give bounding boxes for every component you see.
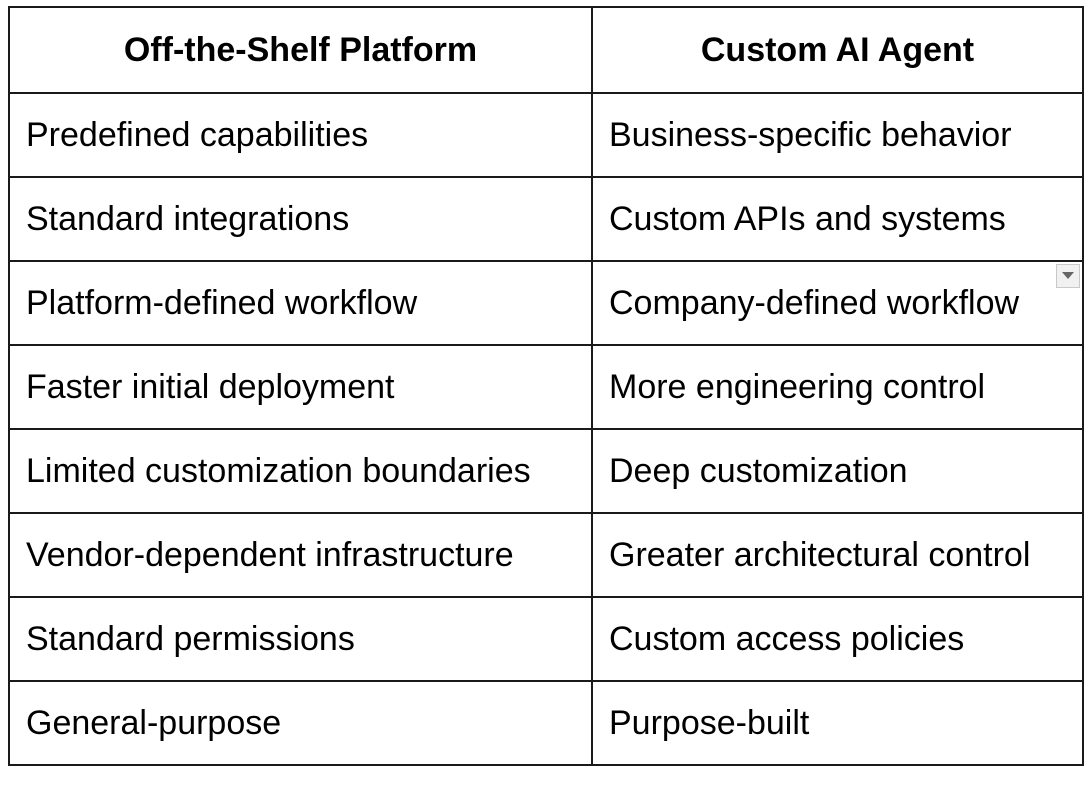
table-cell[interactable]: Standard integrations: [8, 176, 593, 262]
table-cell[interactable]: Vendor-dependent infrastructure: [8, 512, 593, 598]
table-cell[interactable]: Custom APIs and systems: [591, 176, 1084, 262]
table-row: Faster initial deployment More engineeri…: [8, 344, 1084, 430]
table-cell[interactable]: Greater architectural control: [591, 512, 1084, 598]
table-row: Limited customization boundaries Deep cu…: [8, 428, 1084, 514]
cell-dropdown-button[interactable]: [1056, 264, 1080, 288]
table-row: Platform-defined workflow Company-define…: [8, 260, 1084, 346]
table-cell[interactable]: Purpose-built: [591, 680, 1084, 766]
table-cell[interactable]: General-purpose: [8, 680, 593, 766]
table-cell[interactable]: Standard permissions: [8, 596, 593, 682]
header-off-the-shelf: Off-the-Shelf Platform: [8, 6, 593, 94]
header-custom-agent: Custom AI Agent: [591, 6, 1084, 94]
table-cell[interactable]: Faster initial deployment: [8, 344, 593, 430]
comparison-table: Off-the-Shelf Platform Custom AI Agent P…: [8, 6, 1084, 766]
table-row: Standard permissions Custom access polic…: [8, 596, 1084, 682]
table-cell[interactable]: Platform-defined workflow: [8, 260, 593, 346]
table-cell[interactable]: More engineering control: [591, 344, 1084, 430]
table-row: General-purpose Purpose-built: [8, 680, 1084, 766]
table-cell[interactable]: Predefined capabilities: [8, 92, 593, 178]
table-row: Predefined capabilities Business-specifi…: [8, 92, 1084, 178]
table-cell-selected[interactable]: Company-defined workflow: [591, 260, 1084, 346]
table-row: Vendor-dependent infrastructure Greater …: [8, 512, 1084, 598]
table-cell[interactable]: Custom access policies: [591, 596, 1084, 682]
table-header-row: Off-the-Shelf Platform Custom AI Agent: [8, 6, 1084, 94]
table-cell[interactable]: Limited customization boundaries: [8, 428, 593, 514]
table-cell[interactable]: Deep customization: [591, 428, 1084, 514]
chevron-down-icon: [1062, 272, 1074, 279]
table-cell-text: Company-defined workflow: [609, 284, 1020, 322]
cell-content: Company-defined workflow: [609, 264, 1082, 322]
table-cell[interactable]: Business-specific behavior: [591, 92, 1084, 178]
table-row: Standard integrations Custom APIs and sy…: [8, 176, 1084, 262]
